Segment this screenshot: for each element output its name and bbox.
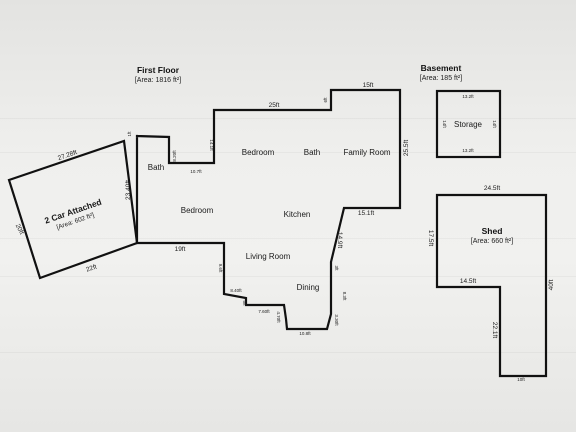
storage-dim-left: 14ft <box>442 120 447 128</box>
dim-label-8-3ft: 8.3ft <box>342 292 347 302</box>
storage-dim-right: 14ft <box>492 120 497 128</box>
shed-dim-left: 17.5ft <box>427 230 434 246</box>
dim-label-10-7ft: 10.7ft <box>190 169 202 174</box>
dim-label-1ft: 1ft <box>127 131 132 137</box>
first-floor-plan: First Floor [Area: 1816 ft²] Bath Bedroo… <box>125 65 410 336</box>
dim-label-23-40ft: 23.40ft <box>125 180 132 200</box>
room-label-family-room: Family Room <box>343 148 390 157</box>
room-label-bedroom-top: Bedroom <box>242 148 275 157</box>
dim-label-25ft: 25ft <box>269 102 280 109</box>
garage-plan: 2 Car Attached [Area: 602 ft²] 27.28ft 2… <box>7 139 139 280</box>
first-floor-title: First Floor <box>137 65 180 75</box>
shed-area: [Area: 660 ft²] <box>471 238 513 245</box>
garage-dim-left: 20ft <box>14 223 25 236</box>
dim-label-25-5ft: 25.5ft <box>403 140 410 156</box>
shed-dim-bottom: 10ft <box>517 377 525 382</box>
dim-label-14-9ft: 14.9ft <box>336 232 343 248</box>
garage-dim-bottom: 22ft <box>85 263 98 273</box>
first-floor-area: [Area: 1816 ft²] <box>135 77 181 84</box>
dim-label-8-20ft: 8.20ft <box>172 150 177 162</box>
dim-label-10-8ft: 10.8ft <box>299 331 311 336</box>
shed-plan: Shed [Area: 660 ft²] 24.5ft 17.5ft 40ft … <box>427 185 555 382</box>
basement-title: Basement <box>421 63 462 73</box>
room-label-bath-top: Bath <box>304 148 320 157</box>
storage-dim-top: 13.2ft <box>462 94 474 99</box>
dim-label-7-60ft: 7.60ft <box>258 309 270 314</box>
room-label-bath-left: Bath <box>148 163 164 172</box>
shed-dim-right: 40ft <box>548 279 555 290</box>
basement-area: [Area: 185 ft²] <box>420 75 462 82</box>
shed-dim-top: 24.5ft <box>484 185 500 192</box>
dim-label-15ft: 15ft <box>363 82 374 89</box>
basement-plan: Basement [Area: 185 ft²] Storage 13.2ft … <box>420 63 502 159</box>
dim-label-19ft: 19ft <box>175 246 186 253</box>
first-floor-outline <box>135 88 402 331</box>
dim-label-4-70ft: 4.70ft <box>276 311 281 323</box>
dim-label-15-1ft: 15.1ft <box>358 210 374 217</box>
dim-label-6ft: 6ft <box>323 97 328 103</box>
dim-label-3ft: 3ft <box>334 265 339 271</box>
shed-title: Shed <box>482 226 503 236</box>
dim-label-9-6ft: 9.6ft <box>218 264 223 274</box>
garage-outline <box>7 139 139 280</box>
storage-outline <box>435 89 502 159</box>
dim-label-3-30ft: 3.30ft <box>334 314 339 326</box>
room-label-dining: Dining <box>297 283 320 292</box>
room-label-living-room: Living Room <box>246 252 291 261</box>
shed-outline <box>435 193 548 378</box>
dim-label-8-40ft: 8.40ft <box>230 288 242 293</box>
shed-dim-inner-horizontal: 14.5ft <box>460 278 476 285</box>
room-label-kitchen: Kitchen <box>284 210 311 219</box>
room-label-bedroom-left: Bedroom <box>181 206 214 215</box>
dim-label-14-1ft: 14.1ft <box>209 139 214 151</box>
room-label-storage: Storage <box>454 120 483 129</box>
shed-dim-inner-vertical: 22.1ft <box>491 322 498 338</box>
storage-dim-bottom: 13.2ft <box>462 148 474 153</box>
dim-label-5ft: 5ft <box>242 300 247 306</box>
